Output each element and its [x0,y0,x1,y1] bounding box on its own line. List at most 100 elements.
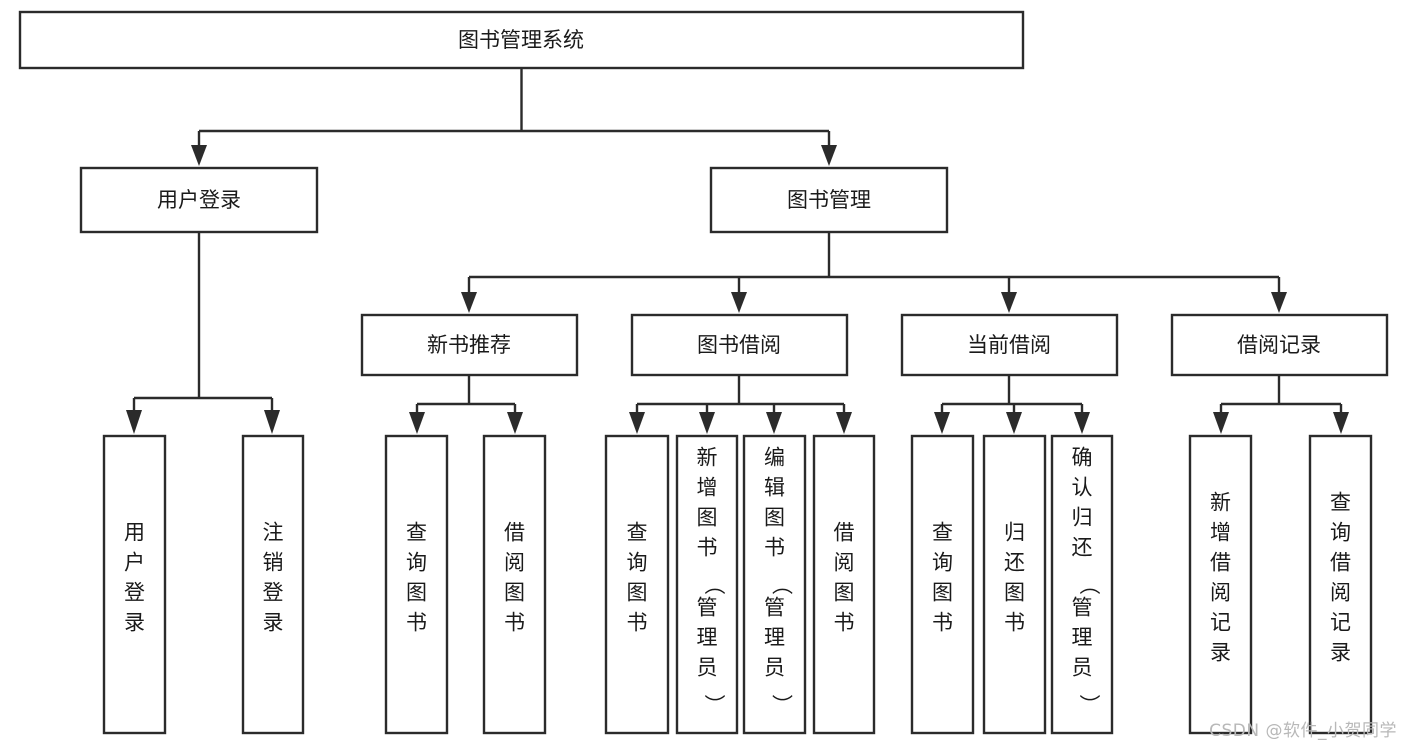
arrowhead-nbr-borrow [507,412,523,434]
leaf-box [1050,434,1114,735]
arrowhead-user-login [191,145,207,166]
node-borrow-record[interactable]: 借阅记录 [1170,313,1389,377]
leaf-label-char: 书 [932,611,953,635]
node-book-management[interactable]: 图书管理 [709,166,949,234]
leaf-label-char: 询 [406,551,427,575]
leaf-label-char: 图 [697,506,718,530]
connector-group-book-borrow [629,375,852,434]
leaf-label-char: （ [1077,574,1101,595]
leaf-label-char: 图 [1004,581,1025,605]
connector-group-user-login [126,232,280,434]
leaf-label-char: 确 [1072,446,1093,470]
leaf-label-char: 员 [764,656,785,680]
leaf-box [1188,434,1253,735]
connector-group-current-borrow [934,375,1090,434]
leaf-label-char: 书 [1004,611,1025,635]
node-book-management-label: 图书管理 [787,188,871,212]
node-current-borrow[interactable]: 当前借阅 [900,313,1119,377]
leaf-label-char: 理 [764,626,785,650]
leaf-label-char: 阅 [834,551,855,575]
node-user-login-label: 用户登录 [157,188,241,212]
arrowhead-leaf-logout [264,410,280,434]
node-user-login[interactable]: 用户登录 [79,166,319,234]
leaf-label-char: ） [1077,694,1101,715]
leaf-label-vertical: 用户登录 [124,521,145,635]
leaf-label-char: 归 [1072,506,1093,530]
leaf-label-char: 户 [124,551,145,575]
leaf-box [241,434,305,735]
leaf-label-char: 录 [263,611,284,635]
leaf-label-char: 图 [834,581,855,605]
leaf-label-char: （ [702,574,726,595]
arrowhead-new-book-rec [461,292,477,313]
leaf-box [604,434,670,735]
node-borrow-record-box [1170,313,1389,377]
node-book-borrow[interactable]: 图书借阅 [630,313,849,377]
arrowhead-leaf-user-login [126,410,142,434]
arrowhead-br-add [1213,412,1229,434]
arrowhead-br-query [1333,412,1349,434]
arrowhead-book-borrow [731,292,747,313]
node-new-book-recommend-box [360,313,579,377]
node-borrow-record-label: 借阅记录 [1237,333,1321,357]
leaf-label-char: 录 [1210,641,1231,665]
leaf-label-char: 图 [627,581,648,605]
node-current-borrow-label: 当前借阅 [967,333,1051,357]
leaf-label-char: 借 [1330,551,1351,575]
leaf-label-char: ） [702,694,726,715]
leaf-label-char: 员 [697,656,718,680]
leaf-label-char: 还 [1004,551,1025,575]
leaf-label-char: 借 [834,521,855,545]
leaf-label-char: 书 [834,611,855,635]
node-user-login-box [79,166,319,234]
node-new-book-recommend[interactable]: 新书推荐 [360,313,579,377]
leaf-label-char: 还 [1072,536,1093,560]
leaf-label-char: 询 [1330,521,1351,545]
leaf-label-char: 录 [124,611,145,635]
leaf-label-char: 书 [504,611,525,635]
leaf-label-char: 查 [1330,491,1351,515]
leaf-label-char: 员 [1072,656,1093,680]
leaf-label-char: 书 [627,611,648,635]
leaf-label-char: 用 [124,521,145,545]
leaf-label-char: 阅 [504,551,525,575]
node-root-label: 图书管理系统 [458,28,584,52]
leaf-box [1308,434,1373,735]
arrowhead-bb-query [629,412,645,434]
leaf-box [910,434,975,735]
leaf-label-char: 归 [1004,521,1025,545]
leaf-label-char: 阅 [1330,581,1351,605]
leaf-node-user-login[interactable]: 用户登录 [102,434,167,735]
connector-group-root [191,68,837,166]
node-root-system[interactable]: 图书管理系统 [18,10,1025,70]
leaf-label-char: 图 [406,581,427,605]
leaf-box [675,434,739,735]
node-book-borrow-label: 图书借阅 [697,333,781,357]
leaf-label-char: 询 [932,551,953,575]
leaf-label-char: 认 [1072,476,1093,500]
